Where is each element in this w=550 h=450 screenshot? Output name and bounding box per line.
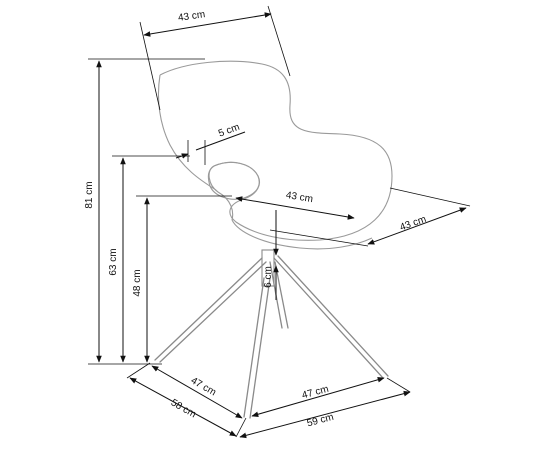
leg-front-left-inner	[159, 261, 267, 363]
leg-front-inner	[249, 277, 271, 419]
label-overall-width: 59 cm	[306, 412, 335, 430]
dim-line-top-width	[143, 12, 272, 37]
leg-front-left	[154, 257, 263, 361]
label-total-height: 81 cm	[84, 181, 95, 208]
chair-shell-outline	[157, 60, 393, 241]
label-seat-depth: 43 cm	[398, 214, 427, 234]
dim-line-seat-width	[235, 196, 355, 220]
dim-line-frame-thickness	[195, 131, 246, 151]
dim-line-overall-width	[239, 390, 411, 439]
label-overall-depth: 58 cm	[169, 397, 198, 420]
armrest-opening	[207, 161, 260, 200]
label-seat-width: 43 cm	[285, 190, 314, 205]
dim-line-overall-depth	[129, 377, 237, 437]
dimension-lines	[88, 5, 471, 439]
leg-right-inner	[277, 255, 389, 377]
label-base-right: 47 cm	[301, 384, 330, 402]
chair-drawing	[154, 60, 393, 419]
dim-line-seat-depth	[367, 207, 467, 245]
leg-back-inner	[274, 261, 289, 329]
label-frame-thickness: 5 cm	[217, 122, 241, 140]
label-seat-thickness: 6 cm	[263, 266, 274, 288]
leg-right	[273, 257, 384, 379]
label-seat-back-width: 43 cm	[177, 9, 206, 24]
leg-front	[243, 277, 265, 418]
label-base-left: 47 cm	[189, 375, 218, 398]
label-armrest-height: 63 cm	[108, 248, 119, 275]
label-seat-height: 48 cm	[132, 269, 143, 296]
